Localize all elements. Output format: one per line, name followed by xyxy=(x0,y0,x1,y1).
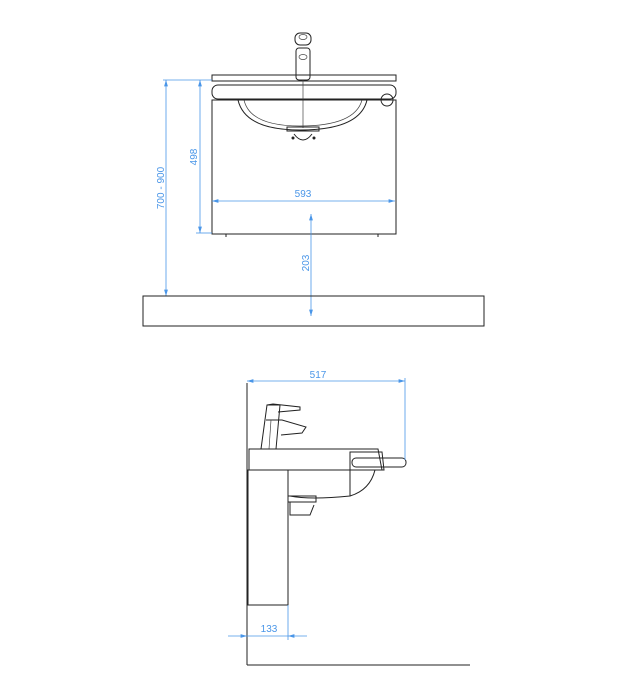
dim-depth: 517 xyxy=(310,370,327,381)
front-view: 700 - 900 498 593 203 xyxy=(142,32,485,327)
dim-width: 593 xyxy=(295,189,312,200)
countertop-front xyxy=(211,74,397,128)
floor-front xyxy=(142,295,485,327)
dim-cabinet-depth: 133 xyxy=(261,624,278,635)
basin-front xyxy=(237,93,394,141)
faucet-side xyxy=(260,403,307,450)
side-view: 517 133 xyxy=(228,370,470,666)
cabinet-side xyxy=(247,469,289,606)
countertop-side xyxy=(248,448,407,516)
cabinet-front xyxy=(211,99,397,235)
dim-floor-clearance: 203 xyxy=(301,254,312,271)
dim-cabinet-height: 498 xyxy=(189,148,200,165)
dim-mounting-height: 700 - 900 xyxy=(156,166,167,209)
faucet-front xyxy=(294,32,312,81)
